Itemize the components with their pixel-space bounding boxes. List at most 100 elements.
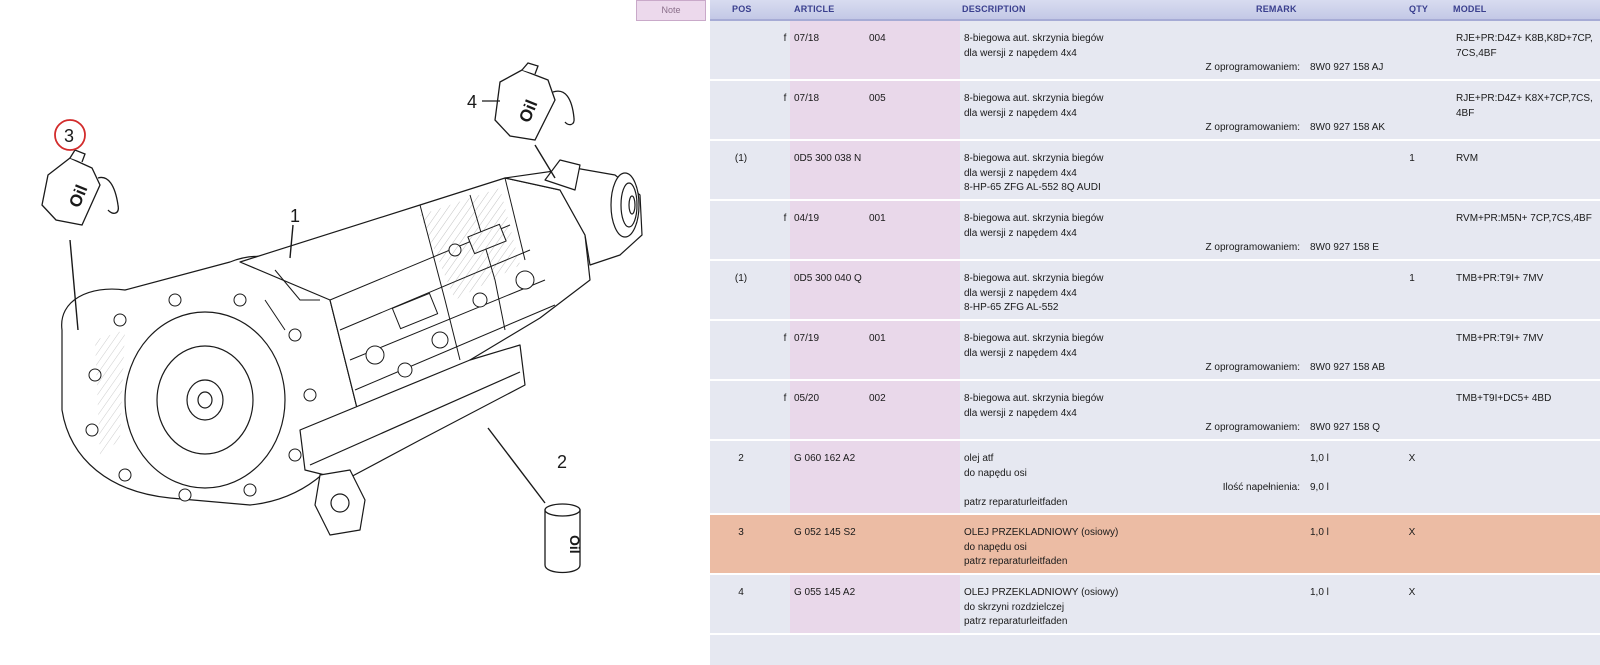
- oil-can-icon[interactable]: Oil: [41, 149, 119, 226]
- row-remark-label: Z oprogramowaniem:: [1205, 122, 1300, 134]
- row-model: TMB+PR:T9I+ 7MV: [1456, 333, 1544, 344]
- row-description-line: dla wersji z napędem 4x4: [964, 287, 1077, 299]
- row-remark-label: Z oprogramowaniem:: [1205, 242, 1300, 254]
- article-column-bg: [790, 21, 960, 79]
- oil-can-icon[interactable]: Oil: [494, 62, 575, 141]
- row-pos: 2: [738, 453, 744, 464]
- row-quantity-value: 1,0 l: [1310, 453, 1329, 464]
- row-qty: X: [1408, 453, 1416, 464]
- row-qty: 1: [1409, 153, 1415, 164]
- row-article: 07/18: [794, 33, 820, 44]
- row-pos: 3: [738, 527, 744, 538]
- row-flag: f: [783, 33, 787, 44]
- row-variant: 005: [869, 93, 886, 104]
- note-button[interactable]: Note: [636, 0, 706, 21]
- row-description-line: 8-biegowa aut. skrzynia biegów: [964, 93, 1104, 104]
- row-qty: X: [1408, 527, 1416, 538]
- table-header: POS ARTICLE DESCRIPTION REMARK QTY MODEL: [710, 0, 1600, 21]
- row-qty: X: [1408, 587, 1416, 598]
- table-row[interactable]: 2 G 060 162 A2 olej atf do napędu osi patrz …: [710, 441, 1600, 515]
- table-row[interactable]: f 04/19 001 8-biegowa aut. skrzynia biegów d…: [710, 201, 1600, 261]
- table-row[interactable]: f 07/18 004 8-biegowa aut. skrzynia biegów d…: [710, 21, 1600, 81]
- row-description-line: 8-biegowa aut. skrzynia biegów: [964, 153, 1104, 164]
- row-qty: 1: [1409, 273, 1415, 284]
- row-article: 07/19: [794, 333, 820, 344]
- row-remark-value: 8W0 927 158 AB: [1310, 362, 1386, 374]
- table-row[interactable]: (1) 0D5 300 038 N 8-biegowa aut. skrzynia …: [710, 141, 1600, 201]
- article-column-bg: [790, 141, 960, 199]
- row-variant: 001: [869, 333, 886, 344]
- row-description-line: do napędu osi: [964, 467, 1027, 479]
- row-description-line: olej atf: [964, 453, 994, 464]
- callout-1[interactable]: 1: [290, 206, 300, 226]
- row-remark-value: 8W0 927 158 E: [1310, 242, 1379, 254]
- header-qty[interactable]: QTY: [1409, 4, 1429, 14]
- row-description-line: 8-biegowa aut. skrzynia biegów: [964, 213, 1104, 224]
- oil-bottle-icon[interactable]: Oil: [544, 503, 583, 574]
- row-description-line: 8-biegowa aut. skrzynia biegów: [964, 33, 1104, 44]
- header-description[interactable]: DESCRIPTION: [962, 4, 1026, 14]
- row-description-line: 8-HP-65 ZFG AL-552 8Q AUDI: [964, 182, 1101, 194]
- row-description-line: 8-HP-65 ZFG AL-552: [964, 302, 1059, 314]
- header-article[interactable]: ARTICLE: [794, 4, 835, 14]
- callout-3[interactable]: 3: [64, 126, 74, 146]
- table-row[interactable]: (1) 0D5 300 040 Q 8-biegowa aut. skrzynia …: [710, 261, 1600, 321]
- oil-bottle-label: Oil: [567, 535, 583, 554]
- row-quantity-value: 1,0 l: [1310, 587, 1329, 598]
- parts-table: POS ARTICLE DESCRIPTION REMARK QTY MODEL…: [710, 0, 1600, 665]
- article-column-bg: [790, 575, 960, 633]
- row-article: 0D5 300 040 Q: [794, 273, 862, 284]
- row-description-line: do napędu osi: [964, 541, 1027, 553]
- row-flag: f: [783, 333, 787, 344]
- row-flag: f: [783, 213, 787, 224]
- leader-lines: [69, 144, 556, 504]
- row-remark-value: 9,0 l: [1310, 482, 1329, 494]
- row-model: TMB+PR:T9I+ 7MV: [1456, 273, 1544, 284]
- row-description-line: 8-biegowa aut. skrzynia biegów: [964, 273, 1104, 284]
- row-description-line: dla wersji z napędem 4x4: [964, 227, 1077, 239]
- row-description-line: dla wersji z napędem 4x4: [964, 107, 1077, 119]
- header-pos[interactable]: POS: [732, 4, 752, 14]
- callout-4[interactable]: 4: [467, 92, 477, 112]
- row-remark-label: Z oprogramowaniem:: [1205, 62, 1300, 74]
- row-article: 0D5 300 038 N: [794, 153, 862, 164]
- row-article: G 060 162 A2: [794, 453, 856, 464]
- row-description-line: dla wersji z napędem 4x4: [964, 167, 1077, 179]
- header-model[interactable]: MODEL: [1453, 4, 1487, 14]
- transmission-drawing[interactable]: [61, 159, 643, 536]
- article-column-bg: [790, 201, 960, 259]
- row-description-line: OLEJ PRZEKLADNIOWY (osiowy): [964, 587, 1119, 598]
- shading: [420, 188, 520, 300]
- header-remark[interactable]: REMARK: [1256, 4, 1297, 14]
- parts-diagram: Oil Oil Oil 1 2 3 4: [41, 62, 643, 574]
- row-article: G 055 145 A2: [794, 587, 856, 598]
- row-description-line: dla wersji z napędem 4x4: [964, 47, 1077, 59]
- row-model: TMB+T9I+DC5+ 4BD: [1456, 393, 1552, 404]
- row-remark-label: Z oprogramowaniem:: [1205, 362, 1300, 374]
- row-remark-value: 8W0 927 158 AJ: [1310, 62, 1384, 74]
- row-model: RJE+PR:D4Z+ K8B,K8D+7CP, 7CS,4BF: [1456, 33, 1593, 59]
- row-description-line: dla wersji z napędem 4x4: [964, 407, 1077, 419]
- row-remark-label: Z oprogramowaniem:: [1205, 422, 1300, 434]
- row-description-line: patrz reparaturleitfaden: [964, 497, 1068, 509]
- article-column-bg: [790, 261, 960, 319]
- row-description-line: 8-biegowa aut. skrzynia biegów: [964, 333, 1104, 344]
- row-article: 04/19: [794, 213, 820, 224]
- row-model: RVM: [1456, 153, 1479, 164]
- row-variant: 004: [869, 33, 886, 44]
- row-variant: 001: [869, 213, 886, 224]
- article-column-bg: [790, 381, 960, 439]
- callout-2[interactable]: 2: [557, 452, 567, 472]
- row-description-line: 8-biegowa aut. skrzynia biegów: [964, 393, 1104, 404]
- row-model: RJE+PR:D4Z+ K8X+7CP,7CS, 4BF: [1456, 93, 1593, 119]
- row-pos: (1): [734, 273, 748, 284]
- article-column-bg: [790, 515, 960, 573]
- row-article: G 052 145 S2: [794, 527, 856, 538]
- row-description-line: do skrzyni rozdzielczej: [964, 601, 1065, 613]
- row-pos: (1): [734, 153, 748, 164]
